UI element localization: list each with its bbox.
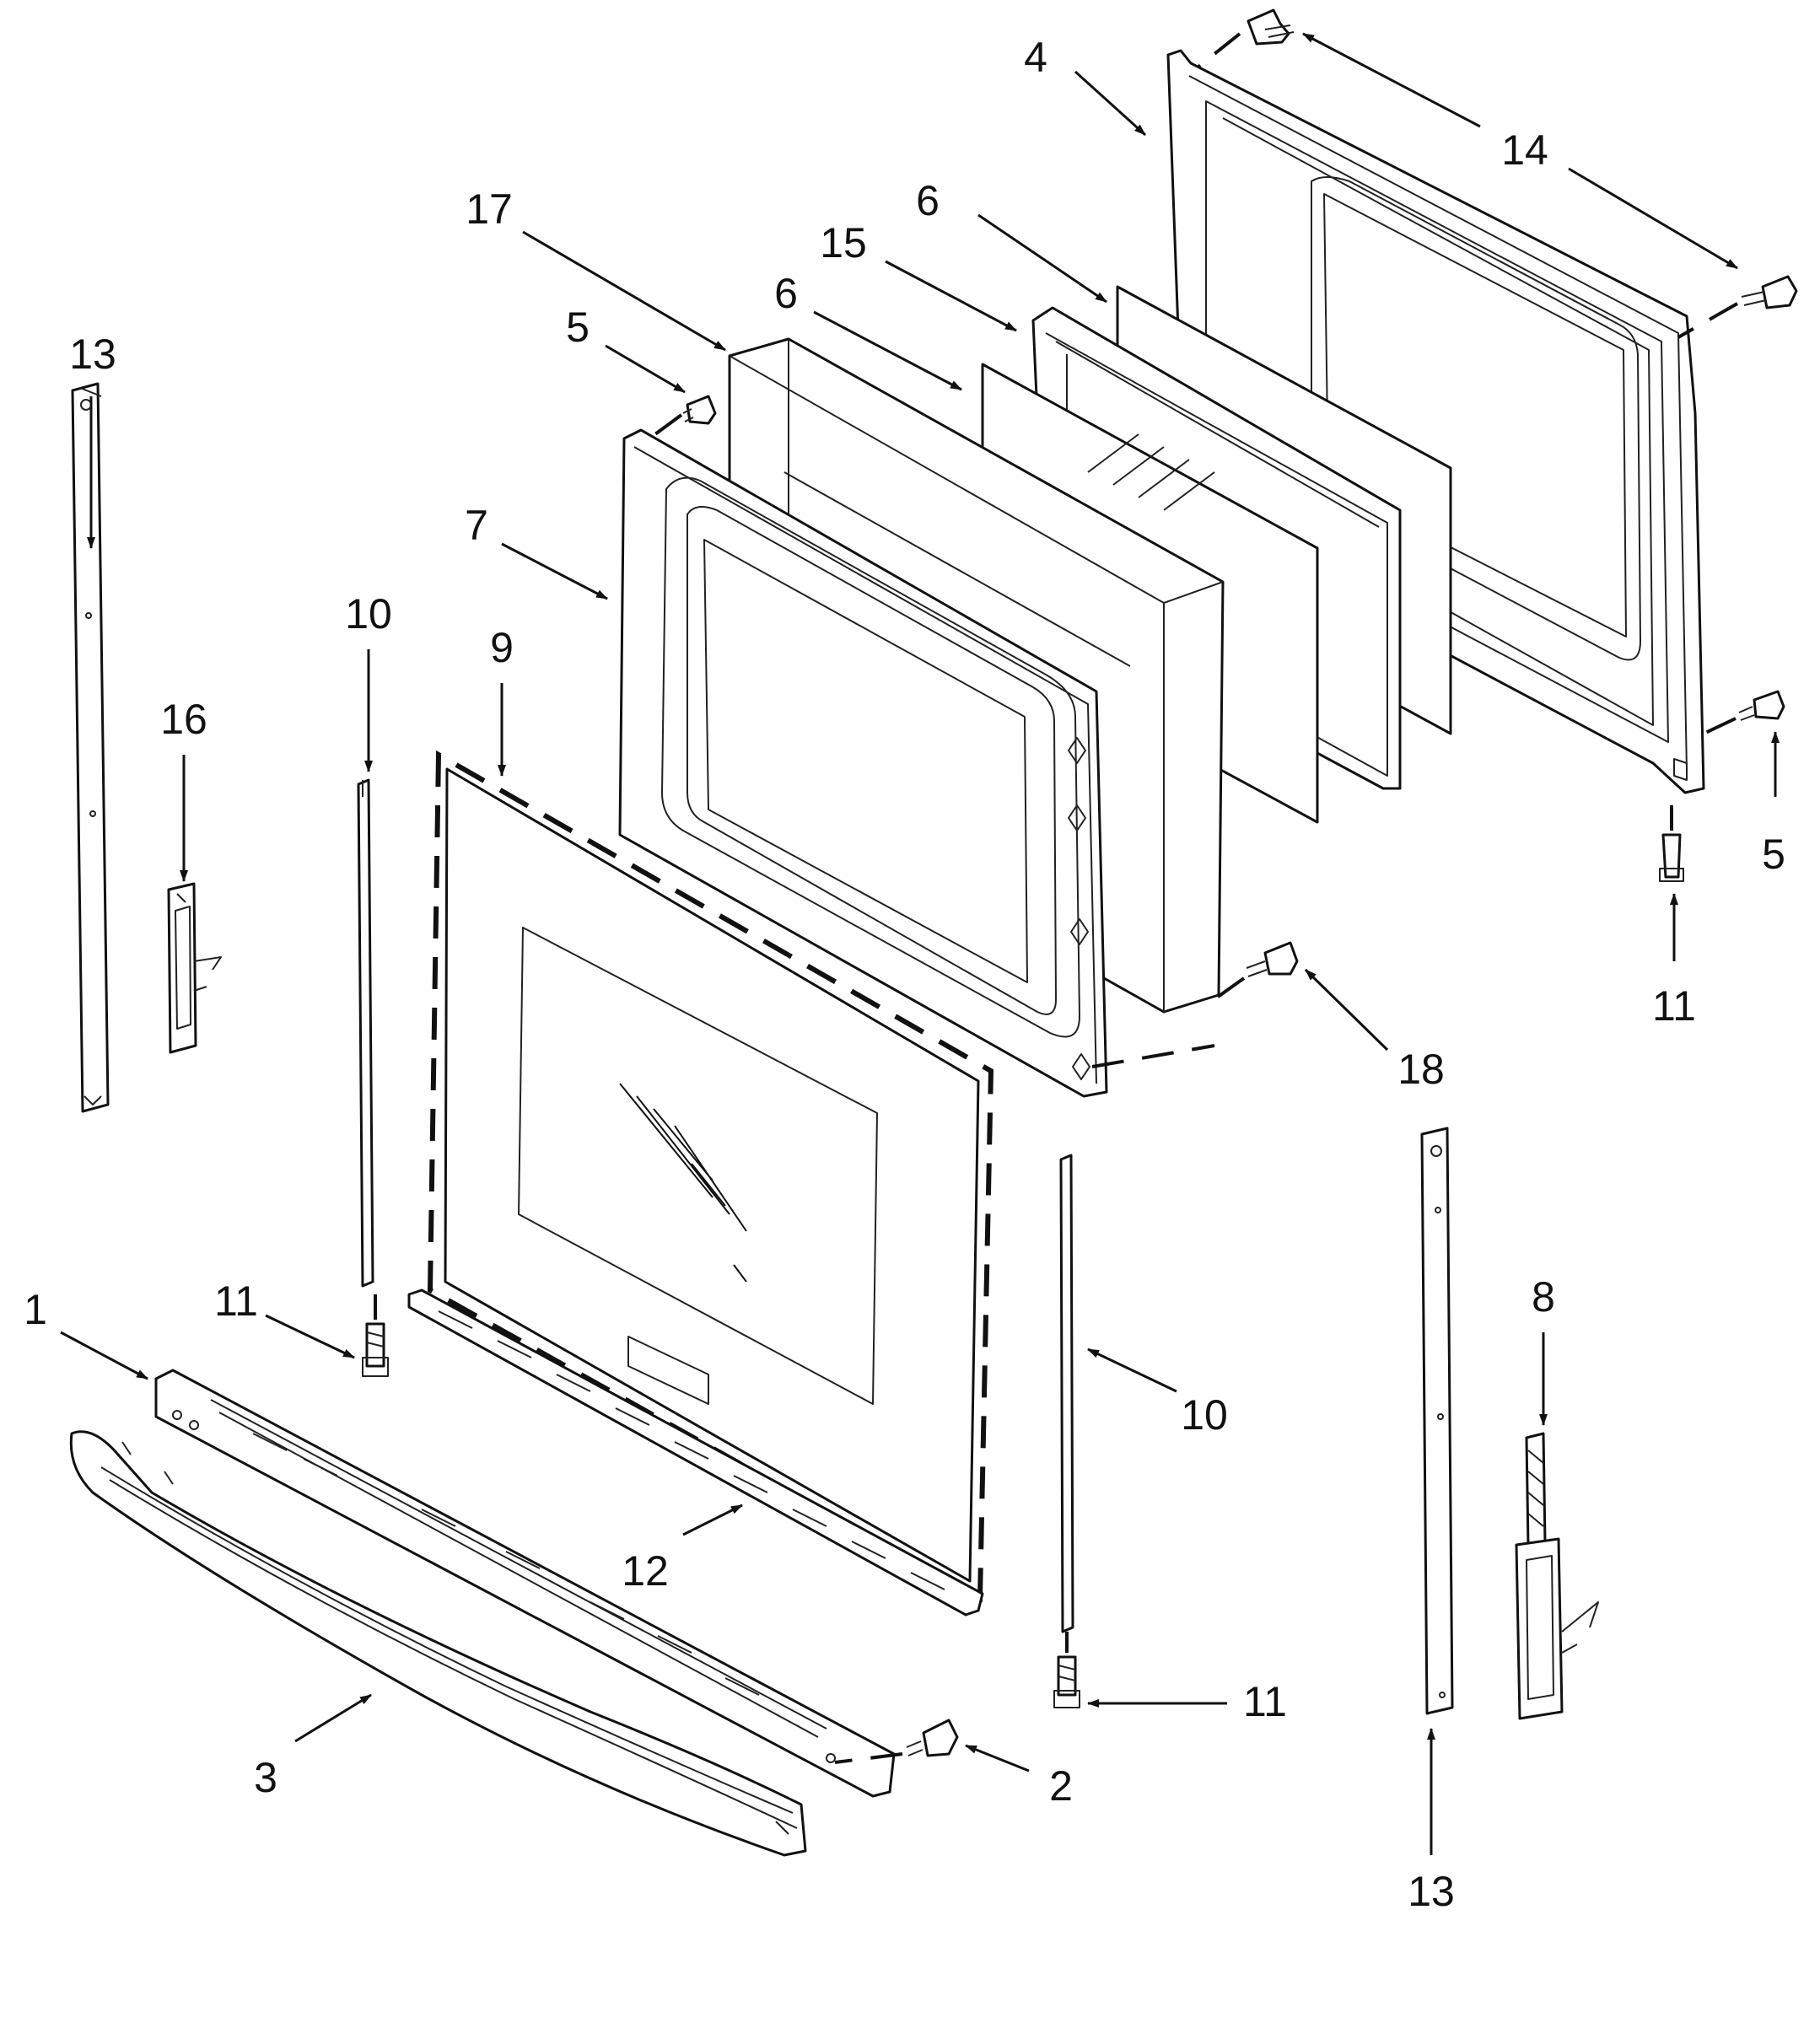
screw-icon-14b: [1741, 275, 1798, 309]
callout-1: 1: [24, 1286, 47, 1333]
screw-icon-11a: [1659, 833, 1684, 882]
callout-labels: 4 14 6 15 6 17 5 13 7 10 9 16 5 11 18 8 …: [24, 34, 1785, 1915]
screw-icon-5a: [682, 395, 717, 425]
screw-icon-11b: [362, 1322, 389, 1377]
callout-11-bottom: 11: [1243, 1678, 1287, 1725]
callout-18: 18: [1397, 1046, 1445, 1093]
callout-4: 4: [1024, 34, 1047, 81]
door-handle: [69, 1430, 807, 1857]
callout-11-top: 11: [1652, 982, 1696, 1030]
vent-trim-strip: [407, 1288, 984, 1616]
screws: [362, 8, 1798, 1757]
callout-11-left: 11: [214, 1278, 258, 1325]
screw-icon-5b: [1738, 690, 1785, 721]
hinge-assembly-left: [167, 882, 222, 1054]
callout-6-front: 6: [774, 270, 798, 317]
handle-base-bar: [154, 1369, 896, 1798]
inner-door-liner: [1166, 49, 1705, 794]
screw-icon-11c: [1053, 1655, 1080, 1708]
hinge-channel-left: [71, 382, 110, 1113]
callout-7: 7: [465, 502, 488, 549]
callout-5-right: 5: [1762, 831, 1785, 878]
hinge-channel-right: [1420, 1127, 1454, 1715]
callout-5-top: 5: [566, 304, 590, 351]
screw-icon-18: [1246, 941, 1299, 977]
inner-door-panel: [618, 428, 1108, 1098]
callout-16: 16: [160, 696, 207, 743]
door-side-strip-left: [357, 778, 374, 1288]
callout-2: 2: [1049, 1762, 1073, 1810]
screw-icon-2: [906, 1719, 959, 1757]
callout-10-right: 10: [1181, 1391, 1228, 1439]
callout-3: 3: [254, 1754, 277, 1801]
callout-6-rear: 6: [916, 177, 940, 224]
callout-9: 9: [490, 624, 514, 671]
callout-15: 15: [820, 219, 867, 266]
door-side-strip-right: [1059, 1154, 1074, 1633]
screw-icon-14a: [1247, 8, 1295, 46]
callout-12: 12: [622, 1547, 669, 1595]
callout-17: 17: [466, 186, 513, 233]
callout-8: 8: [1532, 1273, 1555, 1321]
callout-13-left: 13: [69, 331, 116, 378]
hinge-assembly-right: [1515, 1432, 1599, 1720]
callout-10-left: 10: [345, 590, 392, 637]
callout-arrows: [60, 32, 1780, 1855]
callout-14: 14: [1501, 126, 1548, 174]
callout-13-right: 13: [1408, 1868, 1455, 1915]
screw-leaders: [374, 32, 1738, 1764]
